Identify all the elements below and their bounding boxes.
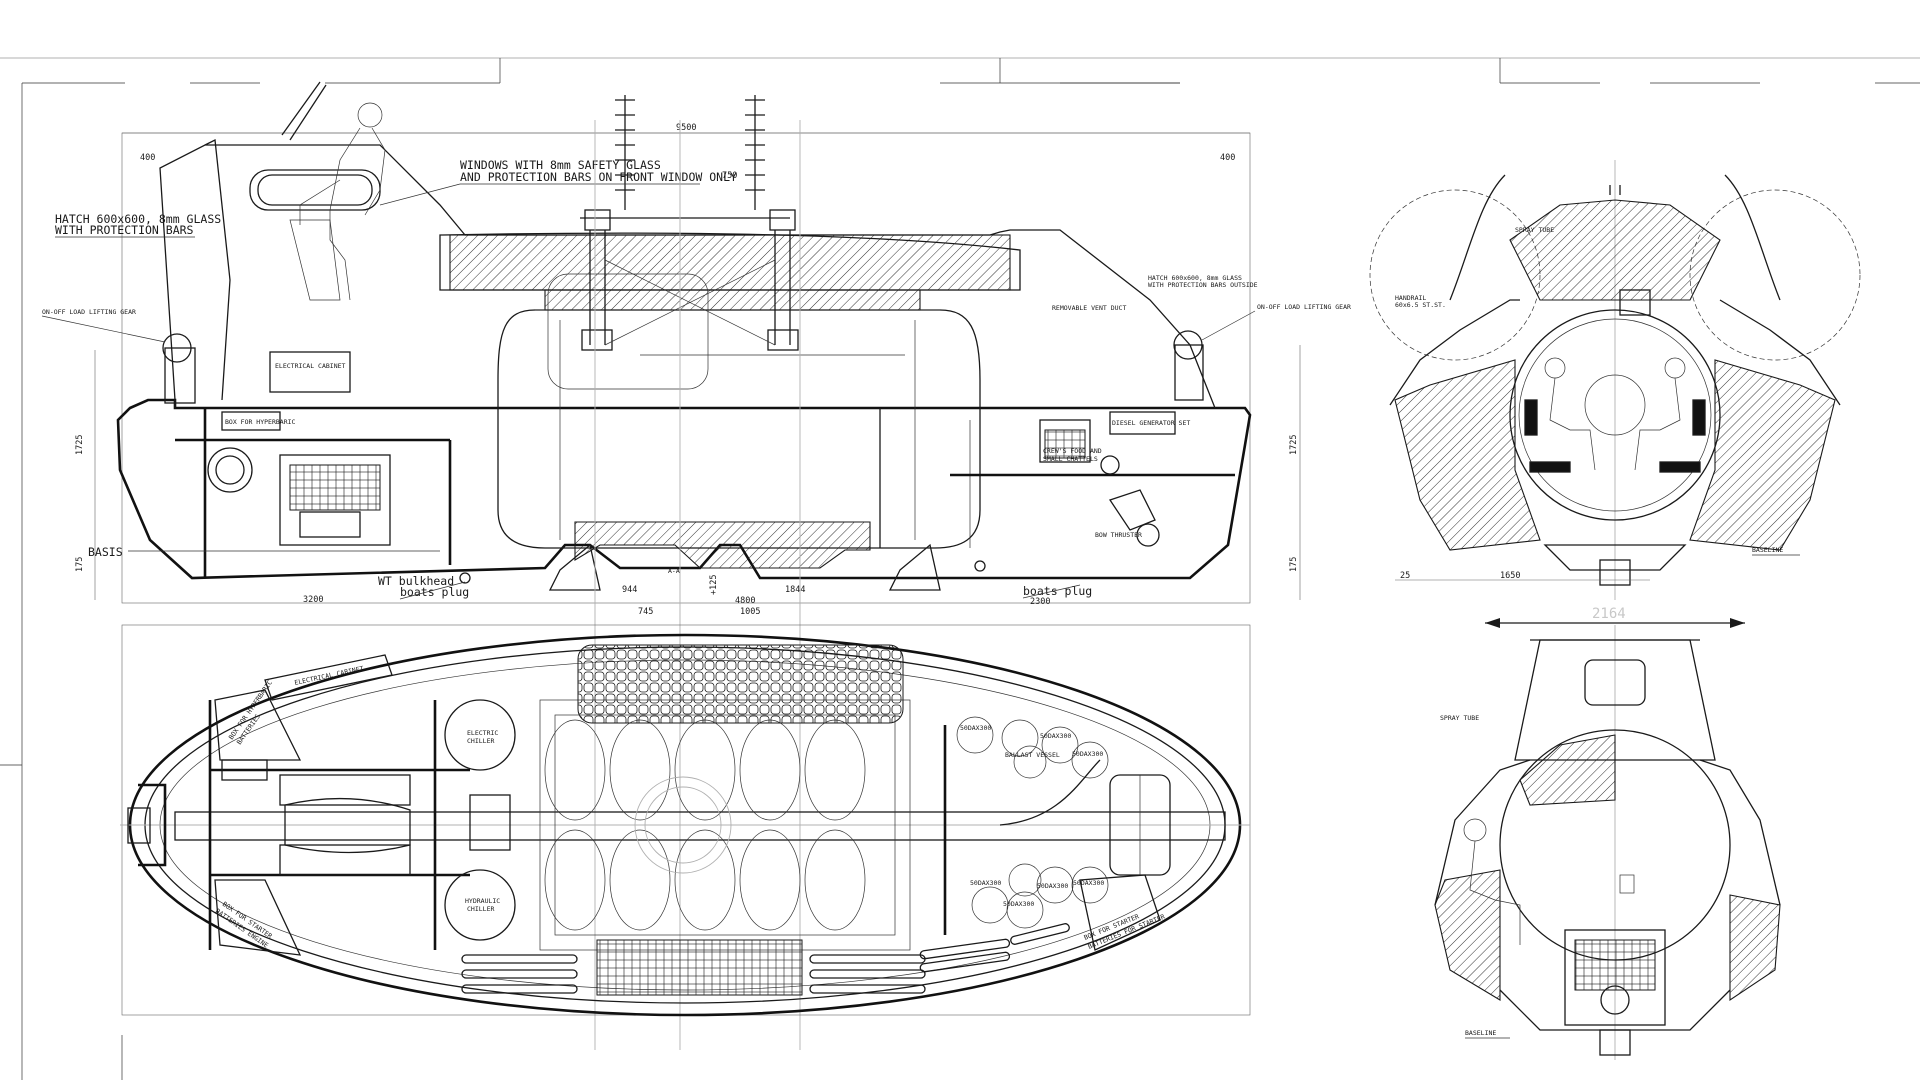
label-spray-tube-bottom: SPRAY TUBE xyxy=(1440,714,1479,722)
dim-2300: 2300 xyxy=(1030,597,1050,607)
label-bottle-5: 50DAX300 xyxy=(1037,882,1068,890)
label-bottle-3: 50DAX300 xyxy=(1072,750,1103,758)
dim-1650: 1650 xyxy=(1500,571,1520,581)
dim-1844: 1844 xyxy=(785,585,805,595)
label-bottle-6: 50DAX300 xyxy=(1073,879,1104,887)
label-onoff-right: ON-OFF LOAD LIFTING GEAR xyxy=(1257,303,1351,311)
dim-944: 944 xyxy=(622,585,637,595)
crew-figures xyxy=(1544,357,1686,471)
label-electric-chiller-1: ELECTRIC xyxy=(467,729,498,737)
label-bottle-2: 50DAX300 xyxy=(1040,732,1071,740)
plan-view: ELECTRICAL CABINET BOX FOR HYPERBARIC BA… xyxy=(120,624,1251,1017)
label-bow-thruster: BOW THRUSTER xyxy=(1095,531,1142,539)
transverse-section-bottom: SPRAY TUBE BASELINE xyxy=(1434,625,1781,1060)
label-spray-tube-top: SPRAY TUBE xyxy=(1515,226,1554,234)
label-hatch-right-1: HATCH 600x600, 8mm GLASS xyxy=(1148,274,1242,282)
lifting-gear-right xyxy=(1173,330,1204,401)
label-bottle-1: 50DAX300 xyxy=(960,724,991,732)
label-electric-chiller-2: CHILLER xyxy=(467,737,494,745)
beam-dimension: 2164 xyxy=(1485,606,1745,628)
label-hydraulic-chiller-1: HYDRAULIC xyxy=(465,897,500,905)
label-windows-2: AND PROTECTION BARS ON FRONT WINDOW ONLY xyxy=(460,170,737,184)
dim-750: 750 xyxy=(722,171,737,181)
label-handrail-1: HANDRAIL xyxy=(1395,294,1426,302)
label-bottle-7: 50DAX300 xyxy=(1003,900,1034,908)
seated-figure xyxy=(1463,818,1521,945)
operator-figure xyxy=(289,102,386,301)
dim-175-left: 175 xyxy=(75,557,85,572)
label-crews-food-2: SMALL CHATTELS xyxy=(1043,455,1098,463)
label-section-aa: A-A xyxy=(668,567,680,575)
label-baseline-top: BASELINE xyxy=(1752,546,1783,554)
dim-25: 25 xyxy=(1400,571,1410,581)
label-hatch-right-2: WITH PROTECTION BARS OUTSIDE xyxy=(1148,281,1258,289)
dim-1725-left: 1725 xyxy=(75,435,85,455)
label-baseline-bottom: BASELINE xyxy=(1465,1029,1496,1037)
dim-745: 745 xyxy=(638,607,653,617)
dim-175-right: 175 xyxy=(1289,557,1299,572)
label-boats-plug-right: boats plug xyxy=(1023,584,1092,598)
dim-2164: 2164 xyxy=(1592,606,1626,622)
seat-shapes xyxy=(544,719,866,931)
engine-block xyxy=(207,447,391,546)
label-hatch-1: HATCH 600x600, 8mm GLASS xyxy=(55,212,221,226)
lifting-chains xyxy=(580,95,799,351)
transverse-section-top: SPRAY TUBE HANDRAIL 60x6.5 ST.ST. BASELI… xyxy=(1369,160,1861,600)
label-hatch-2: WITH PROTECTION BARS xyxy=(55,223,194,237)
label-basis: BASIS xyxy=(88,545,123,559)
dim-1725-right: 1725 xyxy=(1289,435,1299,455)
dim-left-400: 400 xyxy=(140,153,155,163)
dim-overall-length: 9500 xyxy=(676,123,696,133)
label-crews-food-1: CREW'S FOOD AND xyxy=(1043,447,1102,455)
label-handrail-2: 60x6.5 ST.ST. xyxy=(1395,301,1446,309)
dim-1005: 1005 xyxy=(740,607,760,617)
label-electrical-cabinet: ELECTRICAL CABINET xyxy=(275,362,346,370)
label-onoff-left: ON-OFF LOAD LIFTING GEAR xyxy=(42,308,136,316)
deck-vents xyxy=(461,923,1070,994)
label-removable-vent: REMOVABLE VENT DUCT xyxy=(1052,304,1126,312)
side-elevation: 9500 400 400 750 1725 175 1725 175 xyxy=(41,81,1351,1050)
label-bottle-4: 50DAX300 xyxy=(970,879,1001,887)
dim-right-400: 400 xyxy=(1220,153,1235,163)
sheet-frame xyxy=(0,57,1920,1080)
label-ballast-vessel: BALLAST VESSEL xyxy=(1005,751,1060,759)
lifting-gear-left xyxy=(162,333,196,404)
label-boats-plug-left: boats plug xyxy=(400,585,469,599)
label-wt-bulkhead: WT bulkhead xyxy=(378,574,454,588)
dim-4800: 4800 xyxy=(735,596,755,606)
label-hydraulic-chiller-2: CHILLER xyxy=(467,905,494,913)
gas-bottles xyxy=(956,716,1109,929)
label-box-hyperbaric: BOX FOR HYPERBARIC xyxy=(225,418,296,426)
dim-3200: 3200 xyxy=(303,595,323,605)
label-diesel-generator: DIESEL GENERATOR SET xyxy=(1112,419,1190,427)
label-windows-1: WINDOWS WITH 8mm SAFETY GLASS xyxy=(460,158,661,172)
dim-125: +125 xyxy=(709,575,719,595)
